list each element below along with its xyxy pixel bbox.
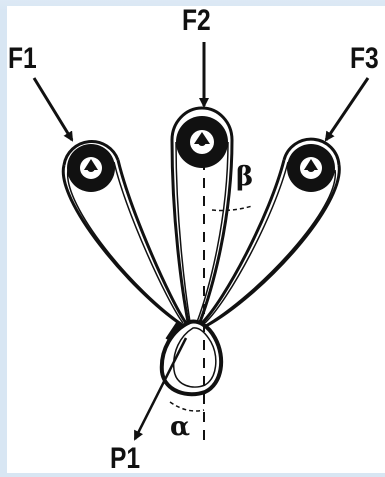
label-beta: β (236, 162, 254, 192)
beta-angle-arc (211, 205, 253, 212)
label-alpha: α (170, 412, 191, 442)
alpha-angle-arc (169, 401, 205, 412)
sheave-right (287, 144, 335, 192)
label-p1: P1 (110, 442, 141, 475)
loop-top-left (62, 139, 120, 166)
sheave-left (67, 144, 115, 192)
sling-right (200, 159, 341, 328)
loop-top-right (282, 137, 341, 166)
arrow-f1 (32, 77, 74, 142)
sheave-center (176, 116, 228, 168)
loop-top-center (170, 106, 234, 141)
carabiner (159, 319, 224, 397)
sling-left (61, 159, 188, 327)
label-f3: F3 (350, 42, 379, 75)
arrow-p1 (133, 337, 188, 441)
arrow-f3 (324, 77, 370, 142)
label-f1: F1 (8, 42, 37, 75)
label-f2: F2 (182, 4, 211, 37)
